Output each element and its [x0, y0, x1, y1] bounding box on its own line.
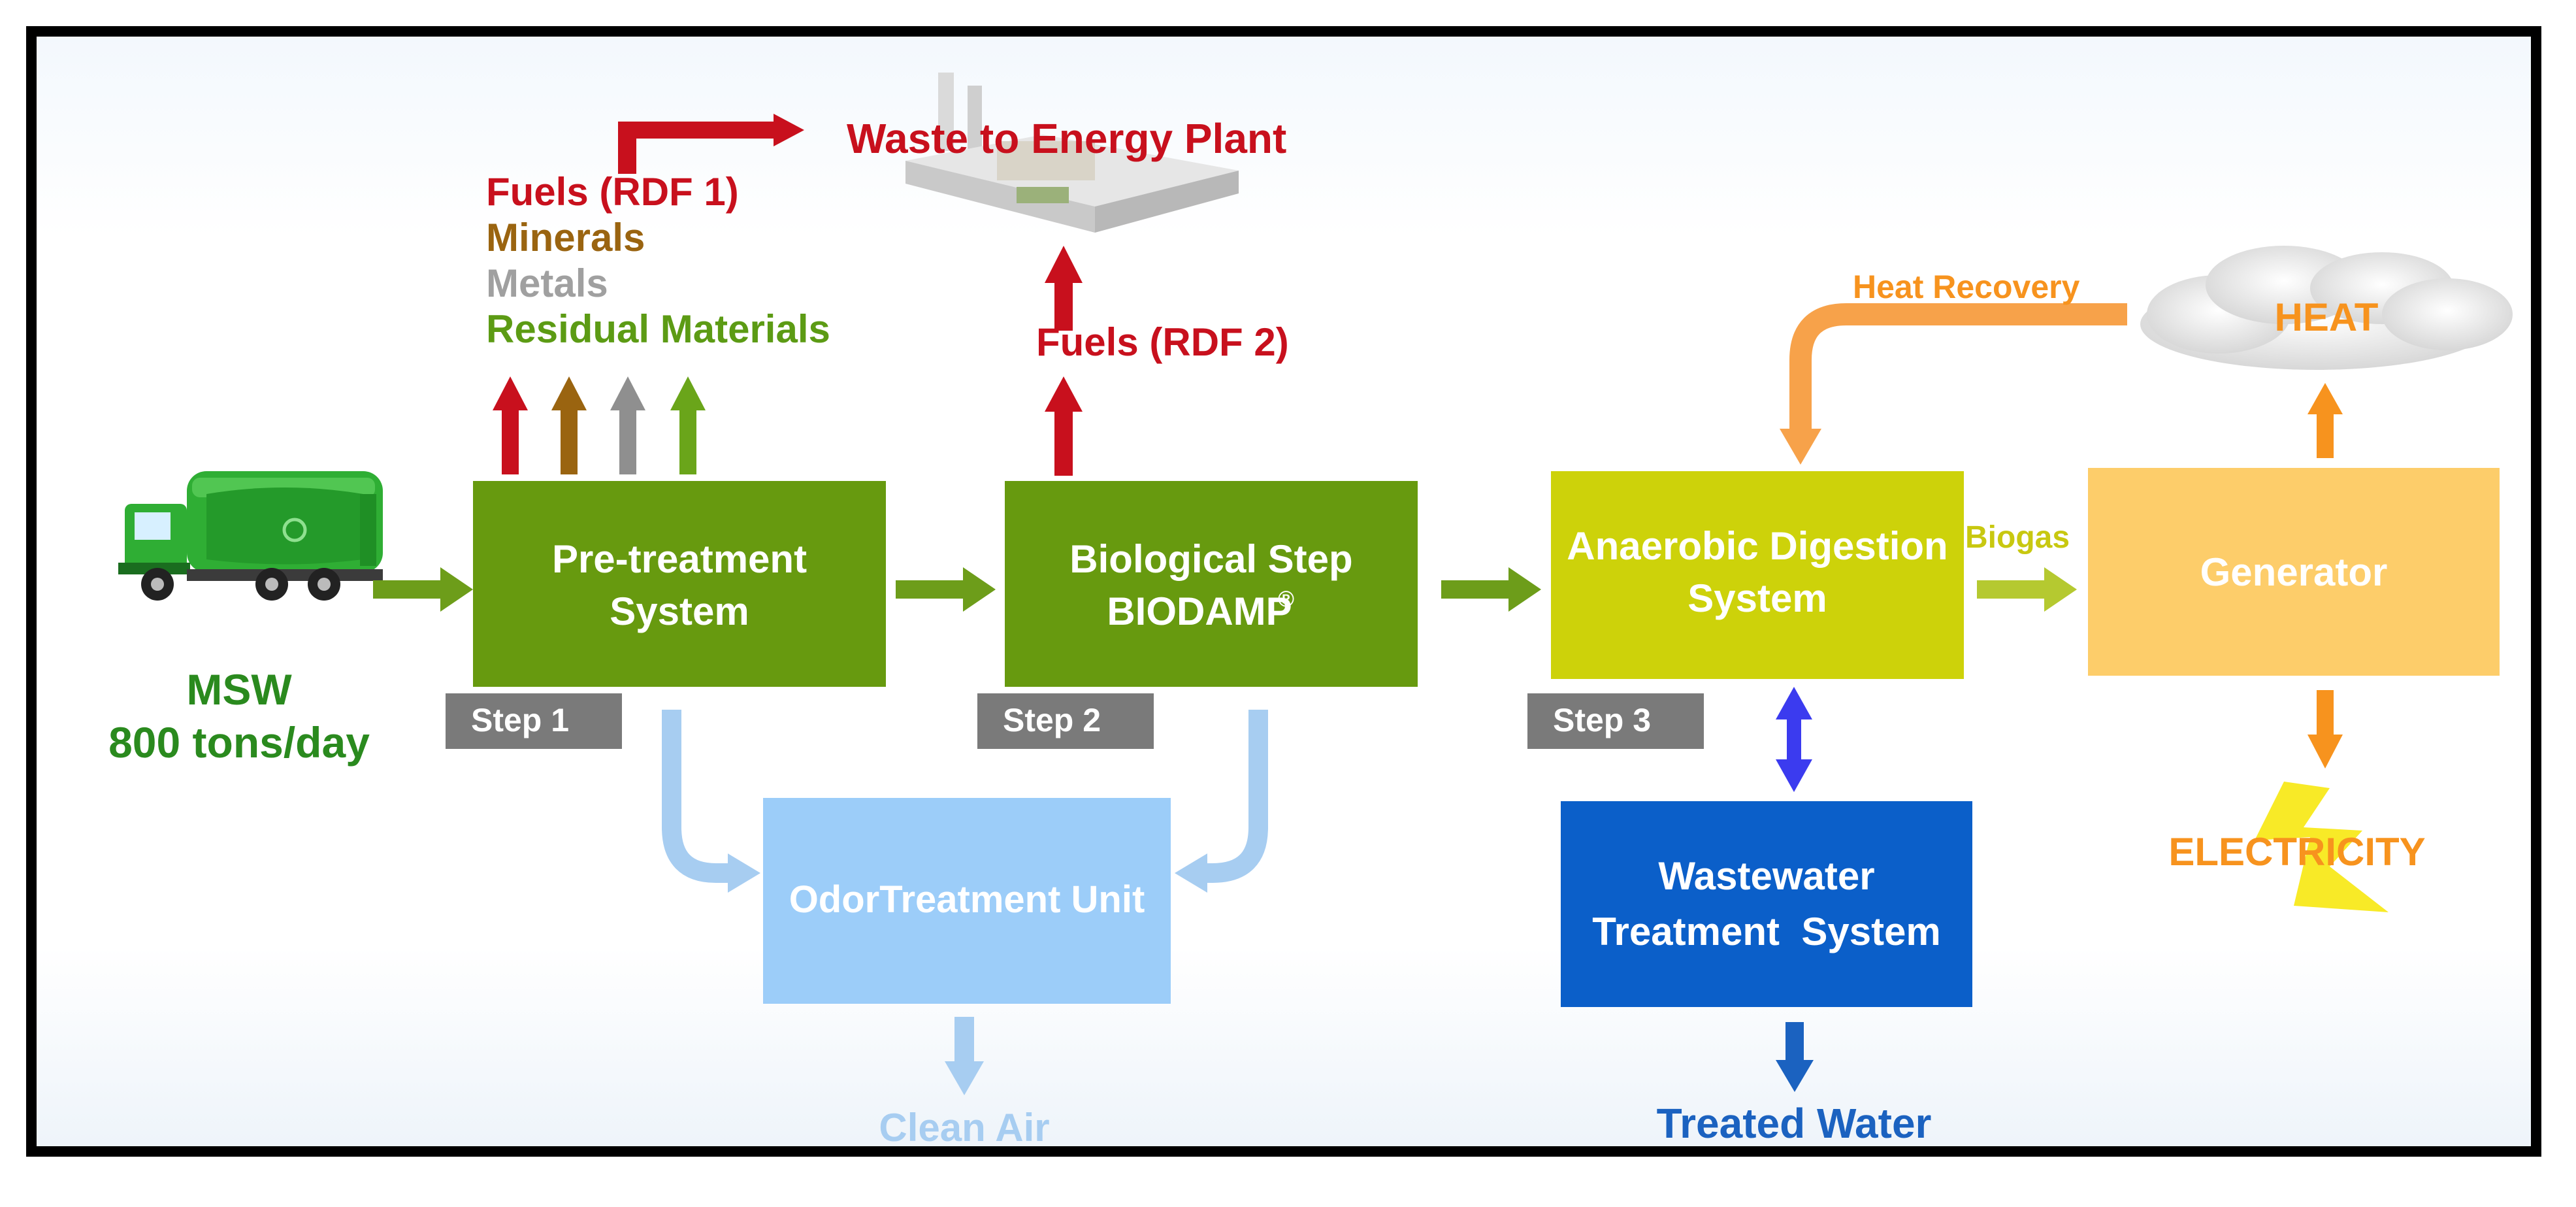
pretreatment-label-line2: System [610, 589, 749, 633]
wastewater-label-line2: Treatment System [1592, 910, 1941, 953]
air-arrow-from-pretreatment [662, 710, 729, 883]
arrow-rdf1-to-wte [618, 114, 804, 174]
heat-recovery-arrowhead [1780, 429, 1821, 465]
air-arrow-from-bio [1206, 710, 1268, 883]
wastewater-label-line1: Wastewater [1658, 854, 1874, 898]
arrow-generator-to-heat [2307, 383, 2343, 458]
step2-tag [977, 693, 1154, 749]
registered-mark: ® [1278, 587, 1294, 612]
heat-recovery-arrow [1789, 303, 2127, 429]
arrow-odor-to-clean-air [945, 1017, 984, 1095]
residual-label: Residual Materials [486, 307, 830, 351]
heat-label: HEAT [2275, 295, 2379, 339]
pretreatment-system-box [473, 481, 886, 687]
step2-label: Step 2 [1003, 702, 1101, 738]
odor-treatment-box [763, 798, 1171, 1004]
biological-step-box [1005, 481, 1418, 687]
step3-label: Step 3 [1553, 702, 1651, 738]
ad-label-line1: Anaerobic Digestion [1567, 524, 1948, 568]
anaerobic-digestion-box [1551, 471, 1964, 679]
bio-label-line2: BIODAMP [1107, 589, 1292, 633]
msw-rate-label: 800 tons/day [108, 718, 370, 767]
step1-label: Step 1 [471, 702, 569, 738]
clean-air-label: Clean Air [879, 1106, 1049, 1146]
heat-recovery-label: Heat Recovery [1853, 269, 2080, 305]
process-flow-diagram: MSW 800 tons/day Pre-treatment System St… [108, 73, 2513, 1146]
flow-arrow-biogas-to-generator [1977, 567, 2077, 612]
diagram-frame: MSW 800 tons/day Pre-treatment System St… [26, 26, 2541, 1157]
treated-water-label: Treated Water [1657, 1100, 1932, 1146]
bidirectional-arrow-ad-wastewater [1776, 687, 1812, 792]
flow-arrow-pretreatment-to-bio [896, 567, 996, 612]
flow-arrow-bio-to-ad [1441, 567, 1541, 612]
msw-label: MSW [186, 665, 292, 714]
step1-tag [446, 693, 622, 749]
arrow-rdf2-to-wte [1045, 246, 1083, 331]
generator-label: Generator [2200, 550, 2388, 594]
arrow-generator-to-electricity [2307, 690, 2343, 769]
step3-tag [1527, 693, 1704, 749]
arrow-wastewater-to-treated-water [1776, 1022, 1814, 1092]
output-arrow-rdf1 [493, 376, 528, 474]
electricity-label: ELECTRICITY [2168, 830, 2425, 874]
minerals-label: Minerals [486, 216, 645, 259]
waste-to-energy-plant-icon [905, 73, 1239, 233]
generator-box [2088, 468, 2500, 676]
output-arrow-rdf2 [1045, 376, 1083, 476]
bio-label-line1: Biological Step [1069, 537, 1352, 581]
wastewater-treatment-box [1561, 801, 1972, 1007]
air-arrowhead-left [728, 853, 760, 893]
ad-label-line2: System [1687, 576, 1827, 620]
air-arrowhead-right [1175, 853, 1207, 893]
wte-label: Waste to Energy Plant [847, 115, 1286, 162]
output-arrow-metals [610, 376, 645, 474]
pretreatment-label-line1: Pre-treatment [552, 537, 807, 581]
heat-cloud-icon [2140, 246, 2513, 370]
output-arrow-minerals [551, 376, 587, 474]
metals-label: Metals [486, 261, 608, 305]
rdf2-label: Fuels (RDF 2) [1036, 320, 1289, 364]
biogas-label: Biogas [1965, 520, 2070, 555]
flow-arrow-truck-to-pretreatment [373, 567, 473, 612]
output-arrow-residual [670, 376, 706, 474]
garbage-truck-icon [118, 471, 383, 601]
odor-treatment-label: OdorTreatment Unit [789, 878, 1145, 921]
rdf1-label: Fuels (RDF 1) [486, 170, 739, 214]
lightning-bolt-icon [2255, 782, 2389, 912]
